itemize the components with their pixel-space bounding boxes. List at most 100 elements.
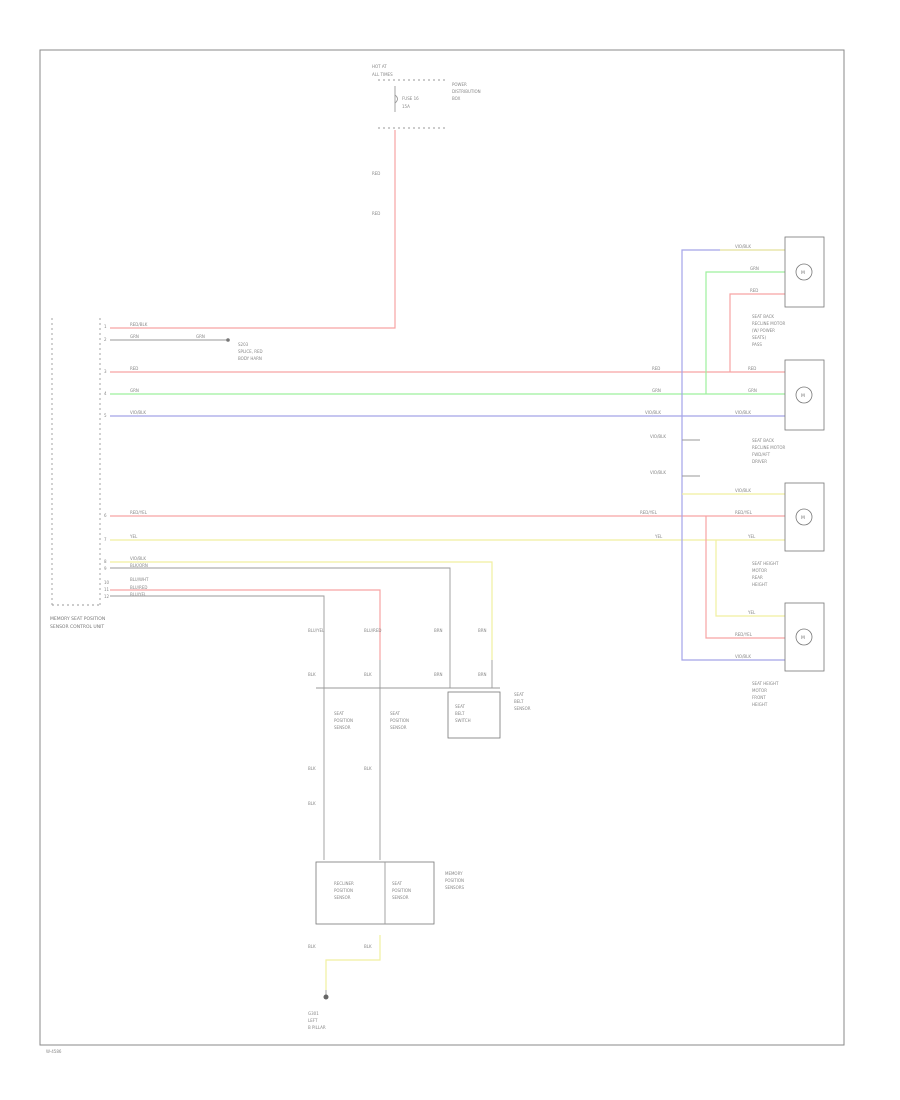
label-vio-r2: VIO/BLK <box>735 244 751 249</box>
power-source: HOT AT ALL TIMES FUSE 16 15A POWER DISTR… <box>372 64 481 129</box>
label-blk2: BLK <box>364 672 372 677</box>
motor-4-label-1: SEAT HEIGHT <box>752 681 779 686</box>
motor-3-box <box>784 482 825 552</box>
motor-2-box <box>784 359 825 431</box>
splice-dot <box>226 338 230 342</box>
motor-4-label-3: FRONT <box>752 695 766 700</box>
label-red-r3: RED <box>750 288 758 293</box>
splice-label-2: SPLICE, RED <box>238 349 263 354</box>
motor-2-icon <box>795 386 813 404</box>
switch-1-label-3: SENSOR <box>334 725 351 730</box>
wire-green-top <box>705 271 785 394</box>
motor-3-symbol: M <box>801 515 805 521</box>
motor-1-label-5: PASS <box>752 342 762 347</box>
page-id: W-4586 <box>46 1049 62 1054</box>
motor-3-label-2: MOTOR <box>752 568 767 573</box>
label-grn-main: GRN <box>130 388 139 393</box>
label-vio-main: VIO/BLK <box>130 410 146 415</box>
motor-1-label-3: (W/ POWER <box>752 328 775 333</box>
motor-3: M SEAT HEIGHT MOTOR REAR HEIGHT <box>752 482 825 587</box>
pin-9: 9 <box>104 566 107 571</box>
wire-red-feed <box>110 130 396 329</box>
gray-wires <box>51 318 700 997</box>
ground-label-2: LEFT <box>308 1018 318 1023</box>
switch-2-label-3: SENSOR <box>390 725 407 730</box>
motor-2: M SEAT BACK RECLINE MOTOR FWD/AFT DRIVER <box>752 359 825 464</box>
motor-1-label-4: SEATS) <box>752 335 766 340</box>
lower-left-label-1: RECLINER <box>334 881 354 886</box>
sensor-group: SEAT POSITION SENSOR SEAT POSITION SENSO… <box>334 691 531 739</box>
label-vio-r4: VIO/BLK <box>650 470 666 475</box>
pin-10: 10 <box>104 580 110 585</box>
label-redyel-r: RED/YEL <box>640 510 658 515</box>
module-label-1: MEMORY SEAT POSITION <box>50 616 105 622</box>
label-red-r: RED <box>652 366 660 371</box>
junction-label-1: POWER <box>452 82 467 87</box>
pin-4: 4 <box>104 391 107 396</box>
pin-6: 6 <box>104 513 107 518</box>
label-yel-r3: YEL <box>747 610 756 615</box>
pin-3: 3 <box>104 369 107 374</box>
label-brn2: BRN <box>478 628 487 633</box>
splice-label-3: BODY HARN <box>238 356 262 361</box>
label-blu-red: BLU/RED <box>130 585 147 590</box>
motor-3-label-1: SEAT HEIGHT <box>752 561 779 566</box>
lower-left-label-3: SENSOR <box>334 895 351 900</box>
lower-right-label-1: SEAT <box>392 881 402 886</box>
label-brn1: BRN <box>434 628 443 633</box>
switch-3-label-2: BELT <box>455 711 465 716</box>
motor-4-icon <box>795 628 813 646</box>
motor-1-label-2: RECLINE MOTOR <box>752 321 785 326</box>
wire-gray-3 <box>110 567 451 660</box>
motor-2-symbol: M <box>801 393 805 399</box>
fuse-label-2: 15A <box>402 104 410 109</box>
lower-module-label-1: MEMORY <box>445 871 463 876</box>
label-red-top1: RED <box>372 171 380 176</box>
fuse-symbol <box>394 94 398 104</box>
switch-2-label-2: POSITION <box>390 718 409 723</box>
control-module: MEMORY SEAT POSITION SENSOR CONTROL UNIT… <box>50 324 110 630</box>
switch-4-label-2: BELT <box>514 699 524 704</box>
motor-4-box <box>784 602 825 672</box>
switch-4-label-3: SENSOR <box>514 706 531 711</box>
motor-3-label-4: HEIGHT <box>752 582 768 587</box>
motor-2-label-1: SEAT BACK <box>752 438 774 443</box>
label-brn4: BRN <box>478 672 487 677</box>
wire-red-lower <box>705 516 785 639</box>
motor-1: M SEAT BACK RECLINE MOTOR (W/ POWER SEAT… <box>752 236 825 347</box>
label-blu-lo2: BLU/RED <box>364 628 381 633</box>
label-yel-r: YEL <box>654 534 663 539</box>
pin-7: 7 <box>104 537 107 542</box>
splice-s203: S203 SPLICE, RED BODY HARN <box>226 338 263 361</box>
switch-1-label-2: POSITION <box>334 718 353 723</box>
label-red-r4: RED <box>748 366 756 371</box>
motor-1-symbol: M <box>801 270 805 276</box>
label-grn-r2: GRN <box>652 388 661 393</box>
ground-label-3: B PILLAR <box>308 1025 326 1030</box>
switch-4-label-1: SEAT <box>514 692 524 697</box>
lower-sensor-module: RECLINER POSITION SENSOR SEAT POSITION S… <box>315 861 465 925</box>
motor-2-label-3: FWD/AFT <box>752 452 771 457</box>
lower-left-label-2: POSITION <box>334 888 353 893</box>
wire-labels: RED RED RED/BLK GRN RED GRN VIO/BLK RED/… <box>129 171 759 949</box>
label-redyel-r4: RED/YEL <box>735 632 753 637</box>
lower-module-box <box>315 861 435 925</box>
label-red-yel-main: RED/YEL <box>130 510 148 515</box>
label-blu-lo1: BLU/YEL <box>308 628 325 633</box>
motor-1-icon <box>795 263 813 281</box>
power-label-2: ALL TIMES <box>372 72 393 77</box>
switch-3-label-1: SEAT <box>455 704 465 709</box>
wire-red-top <box>729 293 785 372</box>
switch-3-label-3: SWITCH <box>455 718 471 723</box>
label-blk3: BLK <box>308 766 316 771</box>
lower-module-label-3: SENSORS <box>445 885 465 890</box>
wire-yellow-switch <box>110 561 493 660</box>
label-blk7: BLK <box>364 944 372 949</box>
label-vio-r3: VIO/BLK <box>650 434 666 439</box>
label-blu-yel: BLU/YEL <box>130 592 147 597</box>
pin-11: 11 <box>104 587 110 592</box>
motor-2-label-2: RECLINE MOTOR <box>752 445 785 450</box>
label-blk6: BLK <box>308 944 316 949</box>
wire-red-switch <box>110 589 381 660</box>
